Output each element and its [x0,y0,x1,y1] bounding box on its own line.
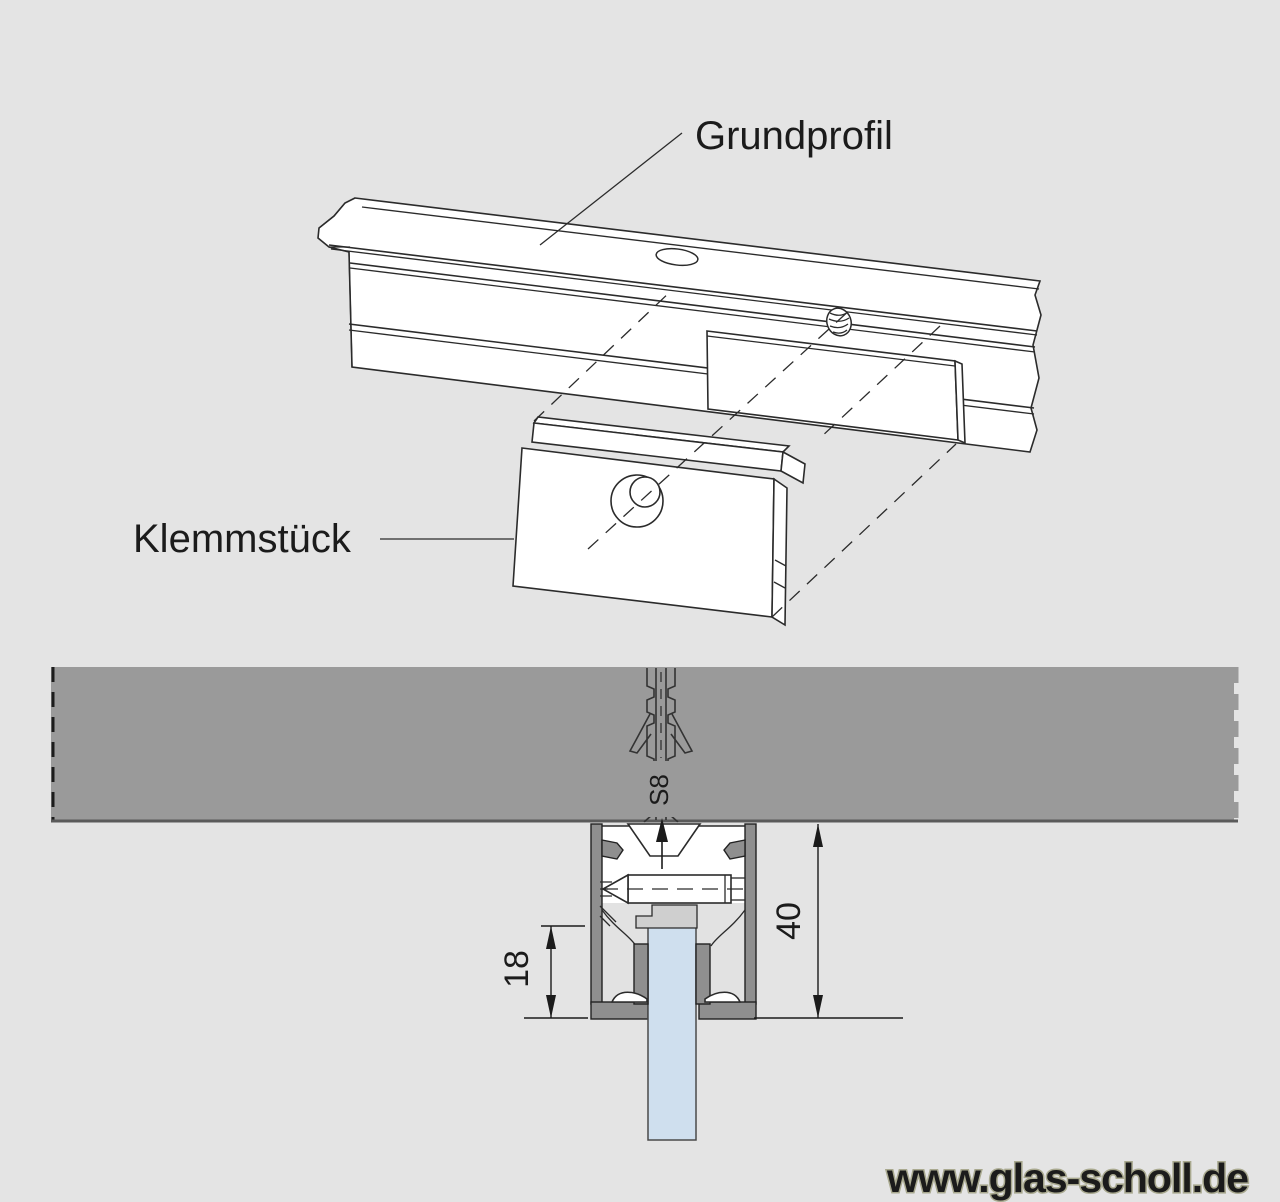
dowel-size-label: S8 [644,774,674,806]
dimension-40-text: 40 [770,902,808,940]
klemmstueck-label: Klemmstück [133,517,352,561]
grundprofil-leader-line [539,132,683,246]
glass-panel [647,923,697,1141]
ceiling-section [51,667,1239,823]
glass-liner-left [633,943,649,1005]
glass-liner-right [695,943,711,1005]
profile-cross-section [590,823,757,1141]
watermark-text: www.glas-scholl.de [886,1155,1248,1201]
clamp-bolt [600,873,745,905]
dimension-18-text: 18 [498,950,536,988]
profile-top-hole [655,247,699,267]
clamp-strip [635,904,698,929]
assembly-projection-lines [533,289,957,618]
mounted-clamp-plate [706,330,966,445]
cross-section-wall-right [744,823,757,1005]
dimension-18 [524,925,588,1019]
grundprofil-label: Grundprofil [695,114,893,158]
clamp-piece-drawing [512,416,806,627]
dimension-40 [754,824,903,1019]
dowel-label-backing [645,761,676,817]
dowel-fin-left [628,713,652,754]
dowel-fin-right [670,713,694,754]
anchor-direction-arrow [656,818,668,869]
cross-section-wall-left [590,823,603,1005]
